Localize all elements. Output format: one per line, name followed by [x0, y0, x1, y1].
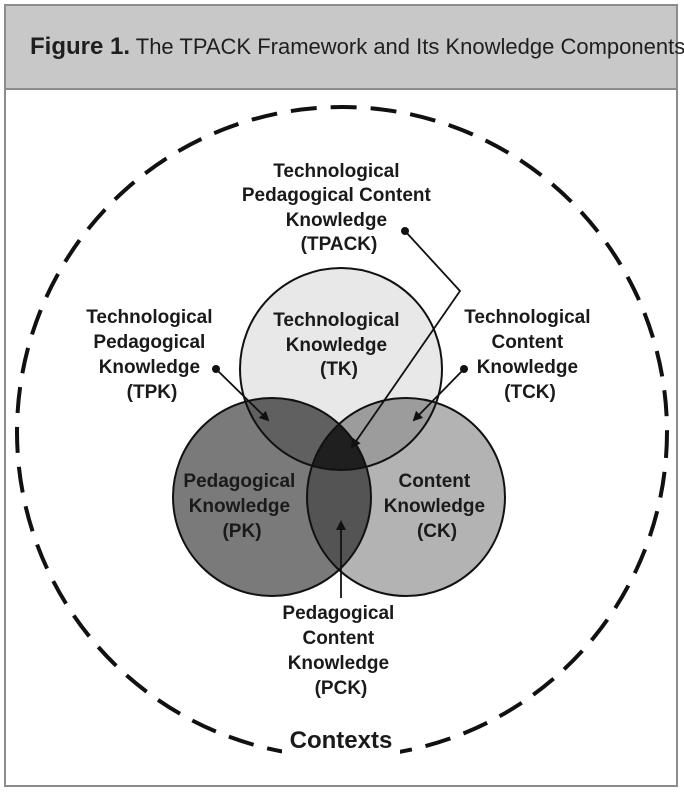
contexts-label: Contexts — [290, 727, 393, 754]
pk-outline — [172, 397, 372, 597]
tck-callout-line: Content — [491, 332, 563, 353]
tpk-callout-line: Pedagogical — [93, 332, 205, 353]
pk-label-line: Pedagogical — [183, 471, 295, 492]
tpack-callout-line: Knowledge — [286, 210, 387, 231]
pck-callout-line: Pedagogical — [282, 603, 394, 624]
tpack-callout: Technological Pedagogical Content Knowle… — [242, 161, 436, 255]
pk-label-line: (PK) — [222, 521, 261, 542]
ck-label-line: (CK) — [417, 521, 457, 542]
tck-callout: Technological Content Knowledge (TCK) — [464, 307, 596, 403]
tck-callout-line: Knowledge — [477, 357, 578, 378]
pck-callout-line: Content — [302, 628, 374, 649]
tpk-callout-line: Knowledge — [99, 357, 200, 378]
tk-label: Technological Knowledge (TK) — [273, 310, 405, 380]
tk-label-line: Knowledge — [286, 335, 387, 356]
tpack-arrow — [350, 230, 462, 449]
tk-label-line: Technological — [273, 310, 399, 331]
figure-header: Figure 1. The TPACK Framework and Its Kn… — [6, 6, 684, 90]
tpack-callout-line: Pedagogical Content — [242, 185, 432, 206]
tpack-callout-line: (TPACK) — [301, 234, 378, 255]
pck-callout-line: Knowledge — [288, 653, 389, 674]
figure-label: Figure 1. — [30, 33, 131, 60]
pck-callout: Pedagogical Content Knowledge (PCK) — [282, 603, 399, 699]
tpk-callout-line: Technological — [86, 307, 212, 328]
pck-callout-line: (PCK) — [315, 678, 368, 699]
ck-label-line: Knowledge — [384, 496, 485, 517]
pk-label: Pedagogical Knowledge (PK) — [183, 471, 300, 542]
tck-callout-line: Technological — [464, 307, 590, 328]
tk-outline — [239, 267, 443, 471]
figure-title: The TPACK Framework and Its Knowledge Co… — [130, 34, 684, 60]
ck-label-line: Content — [398, 471, 470, 492]
tk-label-line: (TK) — [320, 359, 358, 380]
ck-label: Content Knowledge (CK) — [384, 471, 491, 542]
contexts-circle — [15, 105, 669, 759]
contexts-label-bg — [282, 716, 400, 760]
pk-label-line: Knowledge — [189, 496, 290, 517]
tpk-arrow — [215, 368, 270, 422]
tpack-callout-line: Technological — [273, 161, 399, 182]
tck-callout-line: (TCK) — [504, 382, 556, 403]
tpk-callout: Technological Pedagogical Knowledge (TPK… — [86, 307, 218, 403]
ck-outline — [306, 397, 506, 597]
tpk-callout-line: (TPK) — [127, 382, 178, 403]
figure-frame: Figure 1. The TPACK Framework and Its Kn… — [4, 4, 684, 787]
tck-arrow — [412, 368, 465, 422]
figure-title-text: The TPACK Framework and Its Knowledge Co… — [135, 34, 684, 59]
